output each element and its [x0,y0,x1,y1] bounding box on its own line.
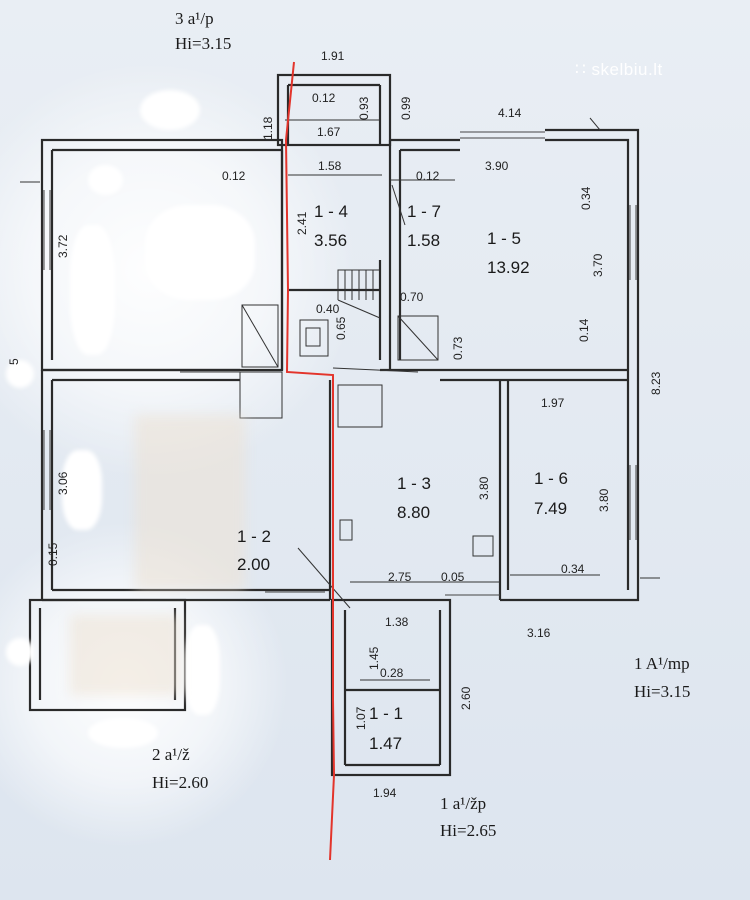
dimension-label: 0.15 [46,542,60,566]
dimension-label: 3.16 [527,626,551,640]
room-id: 1 - 2 [237,527,272,546]
dimension-label: 3.80 [477,476,491,500]
dimension-label: 0.28 [380,666,404,680]
dimension-label: 1.91 [321,49,345,63]
stair-symbol [337,269,381,319]
dimension-label: 0.12 [312,91,336,105]
annex-code: 1 a¹/žp [440,794,487,813]
dimension-label: 1.07 [354,706,368,730]
redaction-blob [70,225,115,355]
redaction-blob [88,718,158,748]
details [20,117,660,681]
dimension-label: 3.80 [597,488,611,512]
window-marks [43,131,637,596]
annex-height: Hi=3.15 [634,682,691,701]
wall-outline-top-annex [276,73,392,147]
dimension-label: 1.97 [541,396,565,410]
smudge [70,615,180,695]
stove-symbol [299,319,329,357]
leader-line [391,184,406,226]
dimension-label: 8.23 [649,371,663,395]
chimney-symbol [239,371,283,419]
room-id: 1 - 1 [369,704,404,723]
dimension-label: 0.93 [357,96,371,120]
dimension-label: 3.72 [56,234,70,258]
dimension-label: 3.90 [485,159,509,173]
room-id: 1 - 3 [397,474,432,493]
dimension-label: 0.14 [577,318,591,342]
dimension-label: 3.70 [591,253,605,277]
dimension-label: 1.45 [367,646,381,670]
annex-code: 2 a¹/ž [152,745,190,764]
room-area: 7.49 [534,499,568,518]
room-area: 1.58 [407,231,441,250]
redaction-blob [6,638,34,666]
dimension-label: 0.65 [334,316,348,340]
annex-height: Hi=2.60 [152,773,209,792]
room-area: 8.80 [397,503,431,522]
annex-height: Hi=3.15 [175,34,232,53]
dimension-label: 0.12 [416,169,440,183]
room-id: 1 - 7 [407,202,442,221]
room-area: 3.56 [314,231,348,250]
dimension-label: 3.06 [56,471,70,495]
room-id: 1 - 5 [487,229,522,248]
dimension-label: 0.99 [399,96,413,120]
dimension-label: 2.41 [295,211,309,235]
dimension-label: 4.14 [498,106,522,120]
room-area: 2.00 [237,555,271,574]
dimension-label: 0.05 [441,570,465,584]
annex-code: 1 A¹/mp [634,654,690,673]
dimension-label: 1.94 [373,786,397,800]
red-division-line [284,61,336,861]
dimension-label: 0.40 [316,302,340,316]
dimension-label: 1.38 [385,615,409,629]
dimension-label: 0.34 [561,562,585,576]
annex-height: Hi=2.65 [440,821,497,840]
dimension-label: 0.73 [451,336,465,360]
dimension-label: 1.18 [261,116,275,140]
watermark-text: skelbiu.lt [591,60,663,79]
dimension-label: 0.34 [579,186,593,210]
room-id: 1 - 6 [534,469,569,488]
redaction-blob [185,625,220,715]
dimension-label: 2.75 [388,570,412,584]
dimension-label: 1.67 [317,125,341,139]
redaction-blob [145,205,255,300]
annex-code: 3 a¹/p [175,9,214,28]
stove-symbol [397,315,439,361]
redaction-blob [62,450,102,530]
dimension-label: 5 [7,358,21,365]
dimension-label: 0.70 [400,290,424,304]
chimney-symbol [337,384,383,428]
redaction-blob [88,165,123,195]
room-area: 1.47 [369,734,403,753]
dimension-label: 0.12 [222,169,246,183]
chimney-symbol [241,304,279,368]
watermark: ∷ skelbiu.lt [575,60,663,79]
leader-line [297,547,351,609]
smudge [135,415,245,590]
dimension-label: 1.58 [318,159,342,173]
room-id: 1 - 4 [314,202,349,221]
redaction-blob [6,360,34,388]
room-area: 13.92 [487,258,530,277]
redaction-blob [140,90,200,130]
dimension-label: 2.60 [459,686,473,710]
